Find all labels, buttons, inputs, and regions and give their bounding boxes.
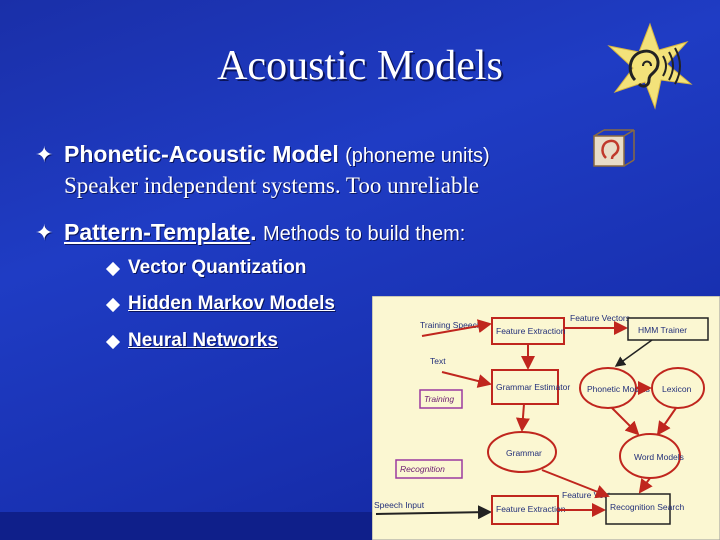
diagram-training: Training <box>424 394 454 404</box>
speaker-icon <box>593 129 635 167</box>
ear-sound-icon <box>607 22 693 110</box>
bullet-1-detail: Speaker independent systems. Too unrelia… <box>64 173 480 198</box>
bullet-2-note: Methods to build them: <box>262 223 466 245</box>
diagram-feature-vectors-2: Feature Vectors <box>562 490 622 500</box>
feature-extraction-box <box>491 317 565 345</box>
diamond-bullet-icon <box>105 261 121 277</box>
diamond-bullet-icon <box>105 297 121 313</box>
diagram-feature-extraction-2: Feature Extraction <box>496 504 566 514</box>
diagram-hmm-trainer: HMM Trainer <box>638 325 687 335</box>
diagram-speech-input: Speech Input <box>374 500 425 510</box>
diagram-feature-extraction: Feature Extraction <box>496 326 566 336</box>
cross-bullet-icon: ✦ <box>35 220 54 245</box>
bullet-1-line: Phonetic-Acoustic Model (phoneme units) <box>64 141 490 168</box>
diagram-word-models: Word Models <box>634 452 684 462</box>
diagram-training-speech: Training Speech <box>420 320 482 330</box>
hmm-trainer-box <box>627 317 709 341</box>
diagram-grammar-estimator: Grammar Estimator <box>496 382 570 392</box>
training-box <box>419 389 463 409</box>
diagram-phonetic-models: Phonetic Models <box>587 384 650 394</box>
sub-item-neural-networks[interactable]: Neural Networks <box>128 330 278 351</box>
sub-item-hidden-markov-models[interactable]: Hidden Markov Models <box>128 293 335 314</box>
diamond-bullet-icon <box>105 334 121 350</box>
cross-bullet-icon: ✦ <box>35 142 54 167</box>
grammar-estimator-box <box>491 369 559 405</box>
bullet-1-note: (phoneme units) <box>345 145 490 167</box>
diagram-text: Text <box>430 356 446 366</box>
bullet-2-line: Pattern-Template. Methods to build them: <box>64 219 465 246</box>
bullet-1-heading: Phonetic-Acoustic Model <box>64 141 339 167</box>
acoustic-model-diagram: Training Speech Feature Extraction Featu… <box>372 296 720 540</box>
diagram-recognition-search: Recognition Search <box>610 502 684 512</box>
recognition-box <box>395 459 463 479</box>
diagram-lexicon: Lexicon <box>662 384 692 394</box>
grammar-node <box>487 431 557 473</box>
sub-item-vector-quantization: Vector Quantization <box>128 257 307 278</box>
diagram-grammar: Grammar <box>506 448 542 458</box>
diagram-feature-vectors: Feature Vectors <box>570 313 630 323</box>
bullet-2-heading: Pattern-Template <box>64 219 251 245</box>
recognition-search-box <box>605 493 671 525</box>
lexicon-node <box>651 367 705 409</box>
bullet-2-punct: . <box>250 219 257 245</box>
slide-title: Acoustic Models <box>217 43 503 89</box>
diagram-recognition: Recognition <box>400 464 445 474</box>
